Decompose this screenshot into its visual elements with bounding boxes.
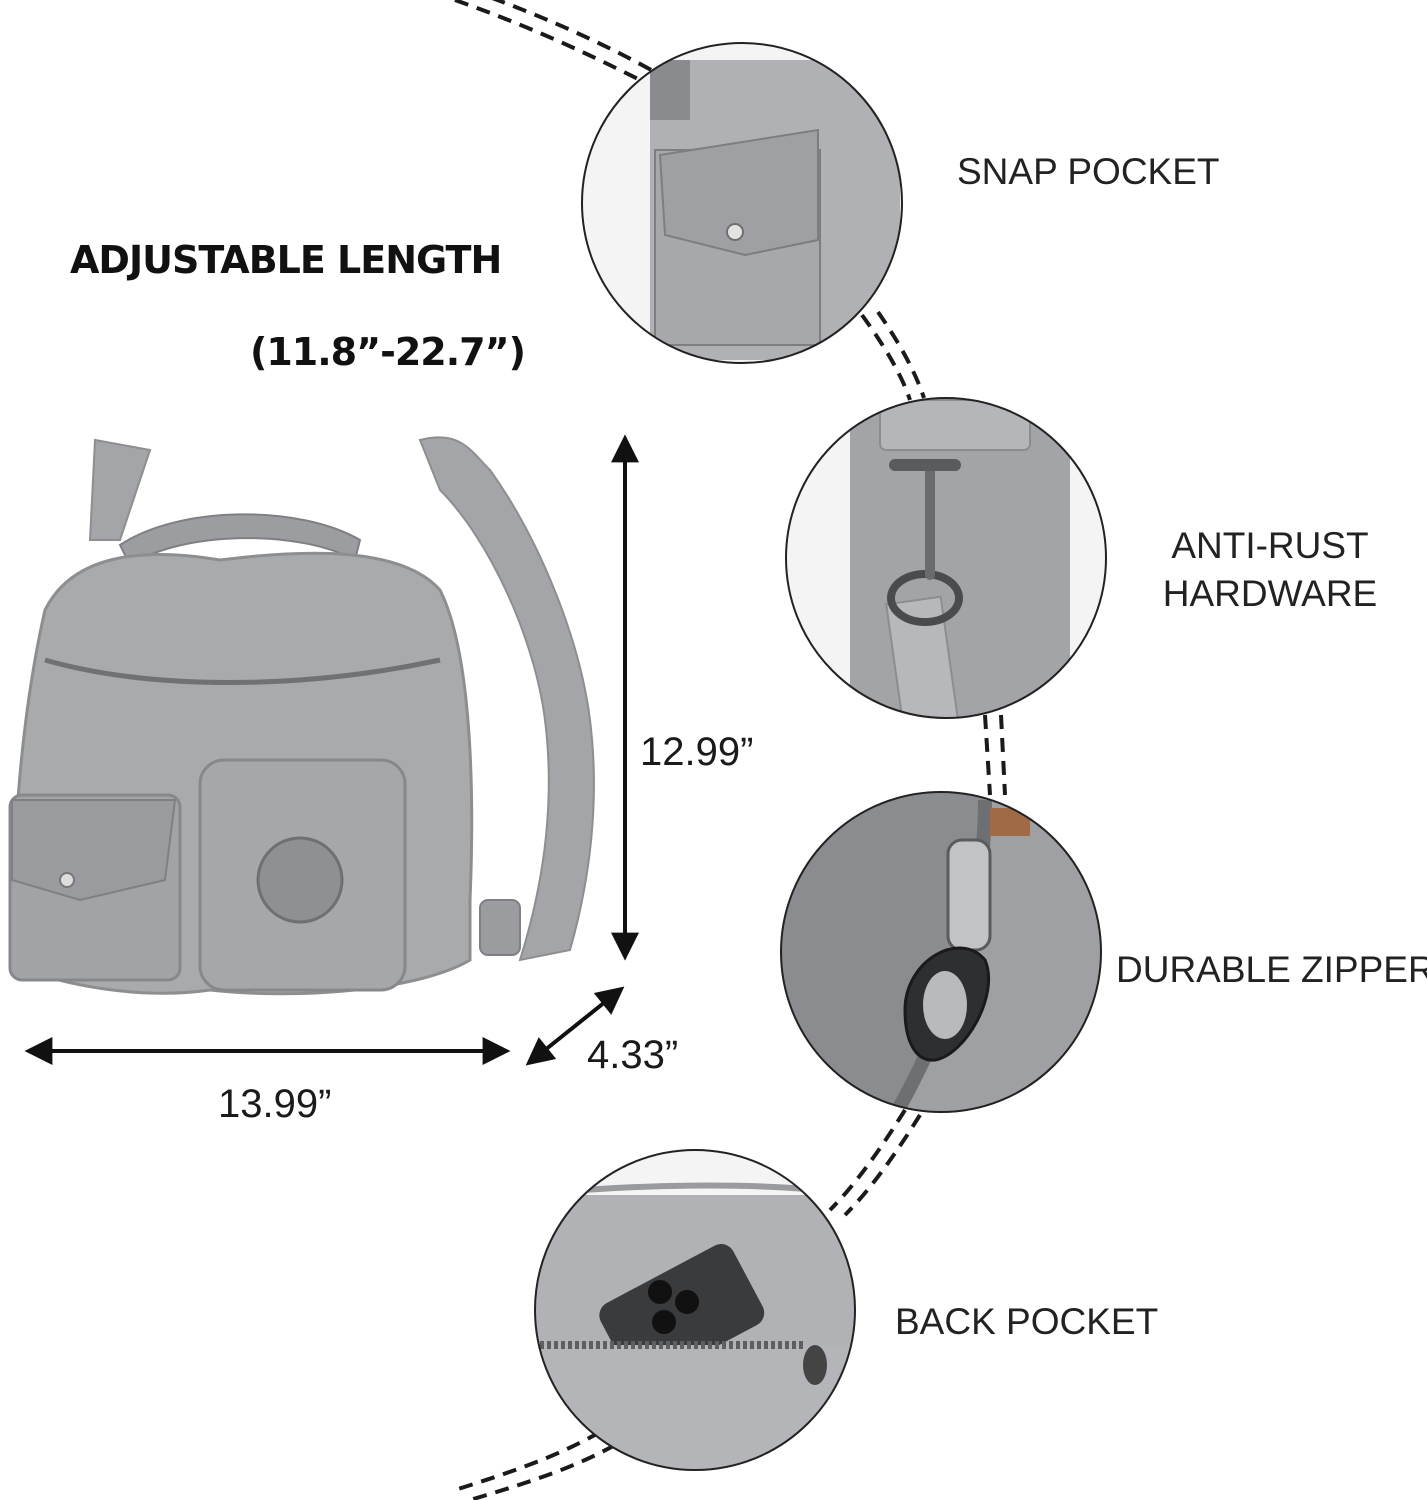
durable-zipper-detail-circle <box>780 791 1102 1113</box>
anti-rust-hardware-detail-circle <box>785 397 1107 719</box>
feature-label-back-pocket: BACK POCKET <box>895 1301 1159 1342</box>
back-pocket-detail-circle <box>534 1149 856 1471</box>
feature-label-durable-zipper: DURABLE ZIPPER <box>1116 949 1427 990</box>
height-dimension-label: 12.99” <box>640 730 754 774</box>
depth-arrow <box>525 986 625 1066</box>
dashed-connector-path <box>454 0 1007 1500</box>
width-dimension-label: 13.99” <box>218 1082 332 1126</box>
backpack-illustration <box>8 436 595 996</box>
snap-pocket-detail-circle <box>581 42 903 364</box>
adjustable-length-range: (11.8”-22.7”) <box>250 330 526 374</box>
feature-label-anti-rust-hardware: ANTI-RUST HARDWARE <box>1162 525 1378 614</box>
depth-dimension-label: 4.33” <box>587 1033 679 1077</box>
feature-label-snap-pocket: SNAP POCKET <box>957 151 1220 192</box>
dimension-arrows <box>24 434 639 1066</box>
adjustable-length-title: ADJUSTABLE LENGTH <box>70 238 502 282</box>
